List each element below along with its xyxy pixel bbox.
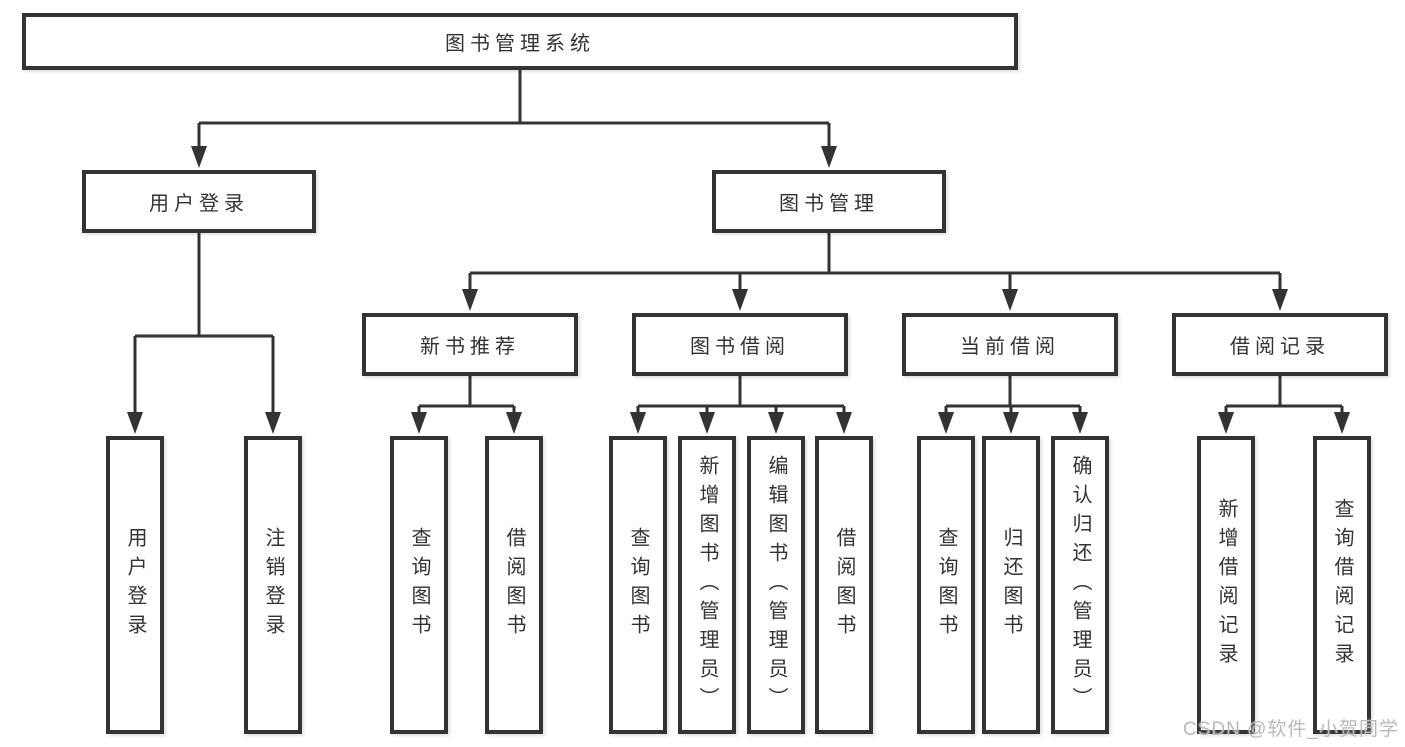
- node-book-borrowing: 图书借阅: [632, 313, 848, 376]
- leaf-query-books-recommend: 查询图书: [390, 436, 448, 734]
- node-root: 图书管理系统: [22, 13, 1018, 70]
- leaf-logout-login: 注销登录: [244, 436, 302, 734]
- node-current-borrowing: 当前借阅: [902, 313, 1118, 376]
- leaf-user-login: 用户登录: [106, 436, 164, 734]
- leaf-user-login-label: 用户登录: [124, 527, 146, 643]
- leaf-query-books-current-label: 查询图书: [935, 527, 957, 643]
- node-new-book-recommendation-label: 新书推荐: [420, 336, 520, 358]
- leaf-add-borrow-record-label: 新增借阅记录: [1215, 498, 1237, 672]
- leaf-borrow-books-recommend: 借阅图书: [485, 436, 543, 734]
- leaf-query-borrow-record: 查询借阅记录: [1313, 436, 1371, 734]
- leaf-return-books-label: 归还图书: [1000, 527, 1022, 643]
- leaf-query-borrow-record-label: 查询借阅记录: [1331, 498, 1353, 672]
- node-book-management-label: 图书管理: [779, 193, 879, 215]
- leaf-add-books-admin: 新增图书（管理员）: [678, 436, 736, 734]
- node-book-management: 图书管理: [712, 170, 946, 233]
- leaf-logout-login-label: 注销登录: [262, 527, 284, 643]
- leaf-edit-books-admin: 编辑图书（管理员）: [747, 436, 805, 734]
- node-user-login-label: 用户登录: [149, 193, 249, 215]
- leaf-add-borrow-record: 新增借阅记录: [1197, 436, 1255, 734]
- leaf-query-books-recommend-label: 查询图书: [408, 527, 430, 643]
- node-current-borrowing-label: 当前借阅: [960, 336, 1060, 358]
- node-user-login: 用户登录: [82, 170, 316, 233]
- node-book-borrowing-label: 图书借阅: [690, 336, 790, 358]
- leaf-return-books: 归还图书: [982, 436, 1040, 734]
- leaf-confirm-return-admin-label: 确认归还（管理员）: [1069, 454, 1091, 716]
- node-new-book-recommendation: 新书推荐: [362, 313, 578, 376]
- leaf-borrow-books-borrowing: 借阅图书: [815, 436, 873, 734]
- leaf-add-books-admin-label: 新增图书（管理员）: [696, 454, 718, 716]
- leaf-borrow-books-recommend-label: 借阅图书: [503, 527, 525, 643]
- leaf-query-books-borrowing-label: 查询图书: [627, 527, 649, 643]
- node-borrowing-records-label: 借阅记录: [1230, 336, 1330, 358]
- leaf-edit-books-admin-label: 编辑图书（管理员）: [765, 454, 787, 716]
- node-borrowing-records: 借阅记录: [1172, 313, 1388, 376]
- leaf-query-books-current: 查询图书: [917, 436, 975, 734]
- csdn-watermark: CSDN @软件_小贺同学: [1183, 719, 1399, 740]
- leaf-confirm-return-admin: 确认归还（管理员）: [1051, 436, 1109, 734]
- leaf-borrow-books-borrowing-label: 借阅图书: [833, 527, 855, 643]
- node-root-label: 图书管理系统: [445, 33, 595, 55]
- leaf-query-books-borrowing: 查询图书: [609, 436, 667, 734]
